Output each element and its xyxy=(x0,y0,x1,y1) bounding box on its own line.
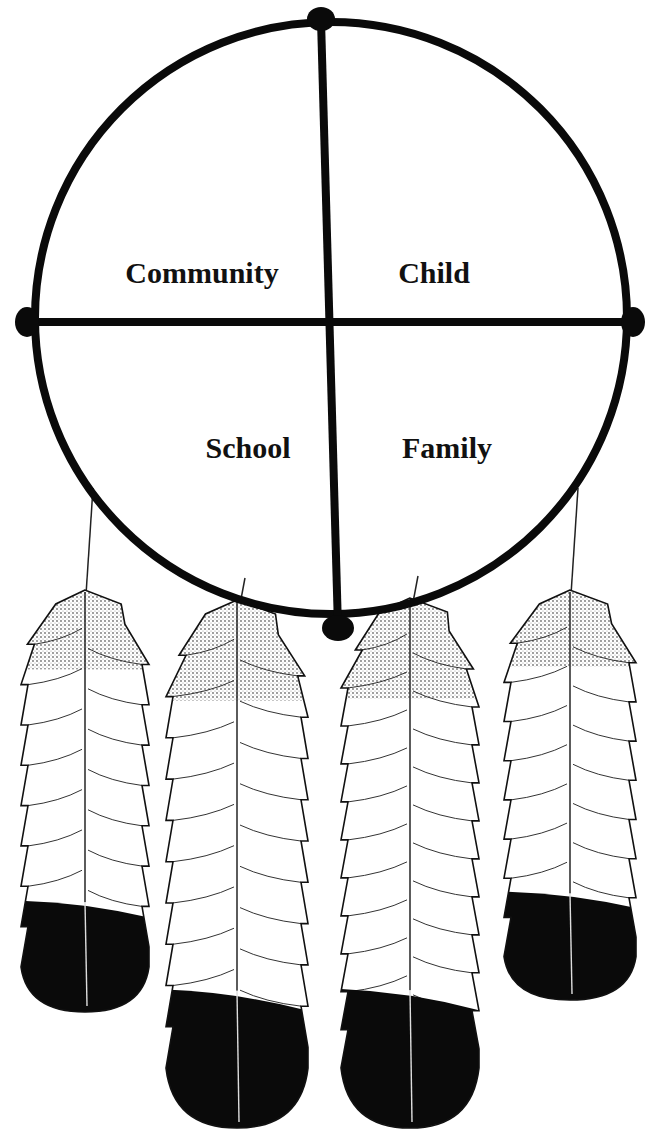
feather-barb xyxy=(28,790,82,806)
feather-fluff xyxy=(438,585,649,667)
feather-quill xyxy=(570,893,572,994)
feather-barb xyxy=(348,672,407,688)
feather-barb xyxy=(348,824,407,840)
feather-barb xyxy=(173,846,234,862)
feather-barb xyxy=(173,763,234,779)
feather-barb xyxy=(348,710,407,726)
feather-barb xyxy=(28,749,82,765)
feather-barb xyxy=(413,767,472,783)
feather-barb xyxy=(348,786,407,802)
wheel-knob xyxy=(322,615,354,641)
feather-barb xyxy=(413,843,472,859)
quadrant-label: School xyxy=(205,431,290,464)
feather-barb xyxy=(240,825,301,841)
feather-barb xyxy=(88,769,142,785)
feather-barb xyxy=(28,709,82,725)
feather-barb xyxy=(173,970,234,986)
feather-quill xyxy=(410,990,412,1122)
quadrant-label: Community xyxy=(125,256,278,289)
feather-barb xyxy=(348,976,407,992)
feather-barb xyxy=(413,957,472,973)
feather-barb xyxy=(173,928,234,944)
feather-barb xyxy=(173,804,234,820)
feather-barb xyxy=(573,725,629,741)
feather-outline xyxy=(504,590,636,1000)
feathers xyxy=(0,488,649,1133)
feather-outline xyxy=(166,600,308,1128)
feather-quill xyxy=(84,592,86,902)
wheel-knob xyxy=(15,307,39,337)
feather-barb xyxy=(573,843,629,859)
wheel-quadrant: Community xyxy=(121,252,282,293)
feather-barb xyxy=(240,784,301,800)
feather-barb xyxy=(573,803,629,819)
feather-quill xyxy=(85,902,87,1006)
feather-barb xyxy=(88,850,142,866)
feather-barb xyxy=(173,887,234,903)
feather-barb xyxy=(511,745,567,761)
feather-outline xyxy=(341,598,479,1128)
feather xyxy=(272,576,548,1133)
feather-barb xyxy=(240,742,301,758)
feather-barb xyxy=(88,729,142,745)
medicine-wheel xyxy=(15,7,645,641)
feather-barb xyxy=(348,900,407,916)
feather xyxy=(438,488,649,1005)
feather-barb xyxy=(173,681,234,697)
feather-tip xyxy=(95,989,379,1133)
feather-barb xyxy=(413,919,472,935)
wheel-quadrant: Child xyxy=(394,252,474,293)
feather-barb xyxy=(362,634,407,650)
feather-quill xyxy=(569,592,571,893)
feather-barb xyxy=(511,823,567,839)
feather-barb xyxy=(240,866,301,882)
feather-barb xyxy=(28,669,82,685)
feather-quill xyxy=(237,991,239,1122)
feather-quill xyxy=(236,602,238,991)
feather xyxy=(95,578,379,1133)
feather-barb xyxy=(413,881,472,897)
wheel-cross-horizontal xyxy=(30,318,632,326)
feather-barb xyxy=(511,666,567,682)
feather-barb xyxy=(573,647,629,663)
feather-barb xyxy=(573,882,629,898)
quadrant-label: Family xyxy=(402,431,492,464)
feather-barb xyxy=(413,653,466,669)
feather-barb xyxy=(413,805,472,821)
wheel-knob xyxy=(621,307,645,337)
feather-barb xyxy=(517,627,567,643)
feather-tip xyxy=(272,989,548,1133)
feather-barb xyxy=(28,830,82,846)
feather-barb xyxy=(573,686,629,702)
feather-barb xyxy=(28,870,82,886)
feather-barb xyxy=(88,689,142,705)
feather-barb xyxy=(511,862,567,878)
feather-barb xyxy=(511,784,567,800)
feather-barb xyxy=(173,722,234,738)
feather-barb xyxy=(573,764,629,780)
feather-barb xyxy=(240,660,298,676)
feather-barb xyxy=(413,729,472,745)
feather-barb xyxy=(413,691,472,707)
wheel-quadrant: School xyxy=(201,427,294,468)
wheel-knob xyxy=(307,7,335,31)
feather-barb xyxy=(348,862,407,878)
feather-barb xyxy=(511,706,567,722)
feather-barb xyxy=(88,810,142,826)
wheel-quadrant: Family xyxy=(398,427,496,468)
feather-barb xyxy=(348,748,407,764)
feather-barb xyxy=(186,639,234,655)
feather-barb xyxy=(88,890,142,906)
feather-barb xyxy=(240,908,301,924)
feather-barb xyxy=(88,648,142,664)
feather-barb xyxy=(240,949,301,965)
feather-outline xyxy=(21,590,149,1012)
feather-barb xyxy=(240,701,301,717)
quadrant-label: Child xyxy=(398,256,470,289)
feather-barb xyxy=(34,628,82,644)
feather-quill xyxy=(409,600,411,990)
feather-barb xyxy=(348,938,407,954)
